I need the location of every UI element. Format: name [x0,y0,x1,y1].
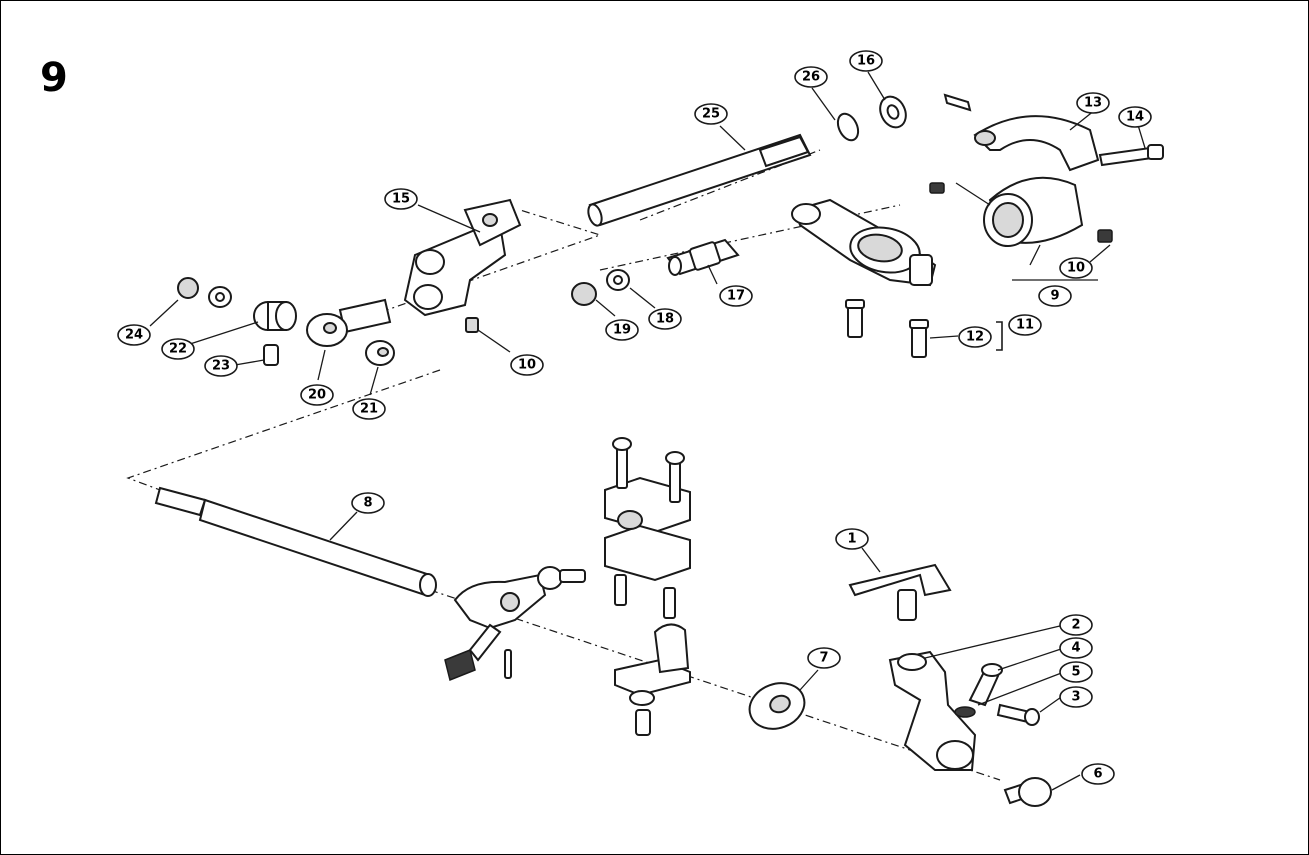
svg-text:22: 22 [169,342,187,357]
svg-text:15: 15 [392,192,410,207]
part-bolt-12b [909,319,929,358]
part-connecting-rod-11 [791,198,937,287]
svg-text:10: 10 [518,358,536,373]
bracket-11 [996,321,1003,351]
part-bearing-9 [929,176,1113,247]
part-guard-1 [848,563,952,621]
leader-lines [149,71,1146,791]
page-number: 9 [40,55,68,101]
part-screw-3 [996,703,1040,726]
part-washer-5 [954,706,976,718]
part-screw-6 [1003,777,1052,807]
part-nut-24a [177,277,199,299]
callout-8: 8 [351,492,385,514]
svg-text:1: 1 [847,532,856,547]
part-roller-22 [253,301,297,331]
svg-text:18: 18 [656,312,674,327]
svg-text:24: 24 [125,328,143,343]
svg-text:3: 3 [1071,690,1080,705]
callout-25: 25 [694,103,728,125]
callout-9: 9 [1038,285,1072,307]
part-pin-17 [666,238,740,276]
part-washer-21 [365,340,395,366]
callout-14: 14 [1118,106,1152,128]
callout-11: 11 [1008,314,1042,336]
part-bolt-12a [845,299,865,338]
part-nut-24b [208,286,232,308]
svg-text:17: 17 [727,289,745,304]
callout-10-right: 10 [1059,257,1093,279]
svg-text:19: 19 [613,323,631,338]
callout-17: 17 [719,285,753,307]
part-shaft-8 [154,486,437,597]
part-washer-16 [879,95,907,129]
svg-text:7: 7 [819,651,828,666]
part-shaft-25 [587,133,812,227]
part-pin-lever [504,649,512,679]
callout-10-left: 10 [510,354,544,376]
callout-6: 6 [1081,763,1115,785]
callout-5: 5 [1059,661,1093,683]
part-washer-18 [606,269,630,291]
callout-3: 3 [1059,686,1093,708]
part-setscrew-10 [465,317,479,333]
svg-text:6: 6 [1093,767,1102,782]
part-screw-top-b [665,451,685,503]
part-screw-bottom-a [614,574,627,606]
svg-text:4: 4 [1071,641,1080,656]
callout-22: 22 [161,338,195,360]
part-clamp-bracket [604,476,691,582]
svg-text:23: 23 [212,359,230,374]
part-screw-14 [1098,144,1164,167]
callout-2: 2 [1059,614,1093,636]
svg-text:14: 14 [1126,110,1144,125]
svg-text:5: 5 [1071,665,1080,680]
svg-text:20: 20 [308,388,326,403]
part-bolt-23 [263,344,279,366]
callout-18: 18 [648,308,682,330]
svg-text:11: 11 [1016,318,1034,333]
part-washer-lower [629,690,655,706]
svg-text:25: 25 [702,107,720,122]
part-bolt-lower [635,709,651,736]
callout-26: 26 [794,66,828,88]
callout-13: 13 [1076,92,1110,114]
callout-24: 24 [117,324,151,346]
svg-text:9: 9 [1050,289,1059,304]
part-snap-ring-26 [836,112,860,142]
callout-12: 12 [958,326,992,348]
callout-21: 21 [352,398,386,420]
svg-text:8: 8 [363,496,372,511]
part-lever-arm [453,566,586,630]
svg-text:21: 21 [360,402,378,417]
callout-16: 16 [849,50,883,72]
svg-text:13: 13 [1084,96,1102,111]
part-bolt-lever [444,623,502,682]
svg-text:26: 26 [802,70,820,85]
svg-text:2: 2 [1071,618,1080,633]
part-crank-15 [403,198,522,317]
callout-4: 4 [1059,637,1093,659]
part-holder-2 [888,650,977,771]
callout-19: 19 [605,319,639,341]
callout-1: 1 [835,528,869,550]
svg-text:10: 10 [1067,261,1085,276]
svg-text:16: 16 [857,54,875,69]
part-screw-top-a [612,437,632,489]
callout-15: 15 [384,188,418,210]
part-washer-7 [748,682,806,730]
callout-20: 20 [300,384,334,406]
part-cap-13 [973,115,1100,172]
callout-7: 7 [807,647,841,669]
part-screw-bottom-b [663,587,676,619]
part-fork-bracket [614,623,691,697]
part-shaft-20 [306,298,392,347]
callout-23: 23 [204,355,238,377]
part-pin [943,93,972,112]
svg-text:12: 12 [966,330,984,345]
part-nut-19 [571,282,597,306]
part-screw-4 [968,663,1003,707]
